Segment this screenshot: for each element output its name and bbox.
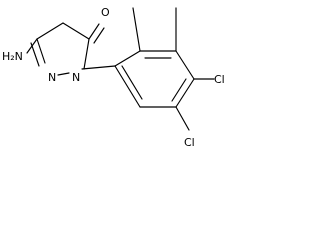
bond-c4-c5 bbox=[62, 22, 90, 40]
bond-aromatic-inner-left bbox=[121, 65, 143, 100]
atom-label-chloro-lower: Cl bbox=[184, 136, 195, 149]
atom-label-ring-nitrogen-2: N bbox=[48, 71, 56, 84]
atom-label-chloro-upper: Cl bbox=[214, 73, 225, 86]
bond-ar6-ar1 bbox=[114, 65, 141, 108]
bond-c3-amino bbox=[26, 38, 38, 54]
bond-aromatic-inner-right bbox=[171, 78, 187, 102]
bond-c5-o-double bbox=[93, 27, 105, 44]
chemical-structure-diagram: H₂N N N O Cl Cl bbox=[2, 6, 225, 149]
bond-c5-n1 bbox=[83, 38, 90, 70]
bond-c3-c4 bbox=[36, 22, 64, 40]
bond-n1-n2 bbox=[57, 72, 70, 76]
bond-ar4-ar5 bbox=[175, 78, 195, 108]
bond-c5-o bbox=[88, 23, 100, 40]
bond-ar3-ar4 bbox=[175, 50, 195, 80]
bond-n1-aryl bbox=[81, 65, 116, 70]
atom-label-ring-nitrogen-1: N bbox=[72, 71, 80, 84]
atom-label-carbonyl-oxygen: O bbox=[101, 6, 110, 19]
chemical-structure-canvas: H₂N N N O Cl Cl bbox=[2, 6, 225, 149]
bond-methyl-ar2 bbox=[132, 7, 141, 52]
bond-ar1-ar2 bbox=[114, 50, 141, 67]
bond-n2-c3 bbox=[36, 38, 46, 64]
atom-label-amine: H₂N bbox=[2, 50, 23, 63]
bond-chloro-lower bbox=[175, 106, 190, 131]
bond-n2-c3-double bbox=[30, 42, 40, 67]
